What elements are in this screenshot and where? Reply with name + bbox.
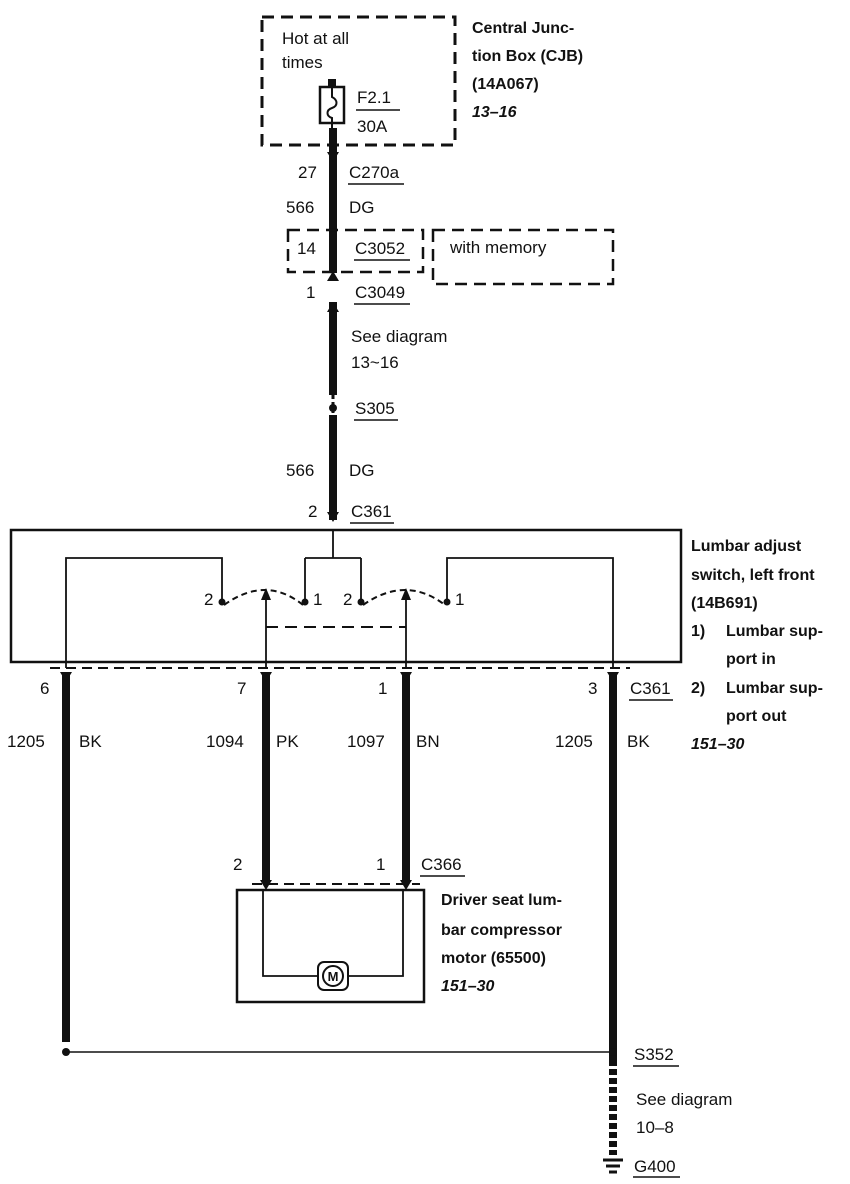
- wire-color-dg-b: DG: [349, 461, 375, 480]
- ground-see-diagram-line2: 10–8: [636, 1118, 674, 1137]
- contact-2-right: 2: [343, 590, 352, 609]
- cjb-hot-line1: Hot at all: [282, 29, 349, 48]
- with-memory-dashed-box: [431, 228, 615, 286]
- central-junction-box: Hot at all times F2.1 30A Central Junc- …: [260, 15, 583, 147]
- see-diagram-line1: See diagram: [351, 327, 447, 346]
- switch-ref: 151–30: [691, 736, 744, 753]
- contact-1-right: 1: [455, 590, 464, 609]
- pin-27: 27: [298, 163, 317, 182]
- motor-icon: M: [317, 961, 349, 991]
- switch-item2-line2: port out: [726, 708, 787, 725]
- switch-item2-num: 2): [691, 680, 705, 697]
- ground-icon: [603, 1158, 623, 1174]
- splice-s305: S305: [355, 399, 395, 418]
- motor-ref: 151–30: [441, 978, 494, 995]
- circuit-1205-left: 1205: [7, 732, 45, 751]
- circuit-1094: 1094: [206, 732, 244, 751]
- cjb-title-line2: tion Box (CJB): [472, 48, 583, 65]
- pin-6: 6: [40, 679, 49, 698]
- connector-c366: C366: [421, 855, 462, 874]
- motor-pin-1: 1: [376, 855, 385, 874]
- cjb-dashed-outline: [260, 15, 457, 147]
- motor-box: [235, 888, 426, 1004]
- switch-item1-line1: Lumbar sup-: [726, 623, 823, 640]
- color-pk: PK: [276, 732, 299, 751]
- feed-wire: 27 C270a 566 DG 14 C3052 with memory 1 C…: [286, 128, 615, 524]
- switch-title-line2: switch, left front: [691, 567, 815, 584]
- circuit-1097: 1097: [347, 732, 385, 751]
- connector-c361-top: C361: [351, 502, 392, 521]
- fuse-label: F2.1: [357, 88, 391, 107]
- cjb-ref: 13–16: [472, 104, 517, 121]
- cjb-title-line1: Central Junc-: [472, 20, 574, 37]
- ground-see-diagram-line1: See diagram: [636, 1090, 732, 1109]
- pin-2-c361: 2: [308, 502, 317, 521]
- connector-c3049: C3049: [355, 283, 405, 302]
- switch-item1-line2: port in: [726, 651, 776, 668]
- pin-14: 14: [297, 239, 316, 258]
- see-diagram-line2: 13~16: [351, 353, 399, 372]
- switch-item1-num: 1): [691, 623, 705, 640]
- pin-1-c3049: 1: [306, 283, 315, 302]
- circuit-1205-right: 1205: [555, 732, 593, 751]
- switch-title-line1: Lumbar adjust: [691, 538, 802, 555]
- switch-item2-line1: Lumbar sup-: [726, 680, 823, 697]
- motor-title-line2: bar compressor: [441, 922, 562, 939]
- lumbar-compressor-motor: M 2 1 C366 Driver seat lum- bar compress…: [233, 855, 562, 1004]
- ground-g400: G400: [634, 1157, 676, 1176]
- fuse-amps: 30A: [357, 117, 388, 136]
- circuit-566-b: 566: [286, 461, 314, 480]
- fuse-icon: [318, 79, 346, 128]
- lumbar-adjust-switch: 2 1 2 1 Lumbar adjust switch, left front…: [9, 528, 823, 753]
- connector-c270a: C270a: [349, 163, 400, 182]
- connector-c361-bottom: C361: [630, 679, 671, 698]
- pin-3: 3: [588, 679, 597, 698]
- pin-1-bottom: 1: [378, 679, 387, 698]
- switch-box: [9, 528, 683, 664]
- ground-circuit: S352 See diagram 10–8 G400: [62, 1045, 732, 1178]
- pin-7: 7: [237, 679, 246, 698]
- cjb-hot-line2: times: [282, 53, 323, 72]
- color-bk-right: BK: [627, 732, 650, 751]
- color-bk-left: BK: [79, 732, 102, 751]
- c3052-dashed-box: [286, 228, 425, 274]
- wire-color-dg: DG: [349, 198, 375, 217]
- motor-title-line3: motor (65500): [441, 950, 546, 967]
- splice-s352: S352: [634, 1045, 674, 1064]
- color-bn: BN: [416, 732, 440, 751]
- switch-title-line3: (14B691): [691, 595, 758, 612]
- motor-title-line1: Driver seat lum-: [441, 892, 562, 909]
- circuit-566: 566: [286, 198, 314, 217]
- connector-c3052: C3052: [355, 239, 405, 258]
- with-memory-label: with memory: [449, 238, 547, 257]
- motor-pin-2: 2: [233, 855, 242, 874]
- cjb-title-line3: (14A067): [472, 76, 539, 93]
- output-wires: 6 7 1 3 C361 1205 BK 1094 PK 1097 BN 120…: [7, 672, 673, 1060]
- contact-2-left: 2: [204, 590, 213, 609]
- contact-1-left: 1: [313, 590, 322, 609]
- motor-symbol: M: [328, 969, 339, 984]
